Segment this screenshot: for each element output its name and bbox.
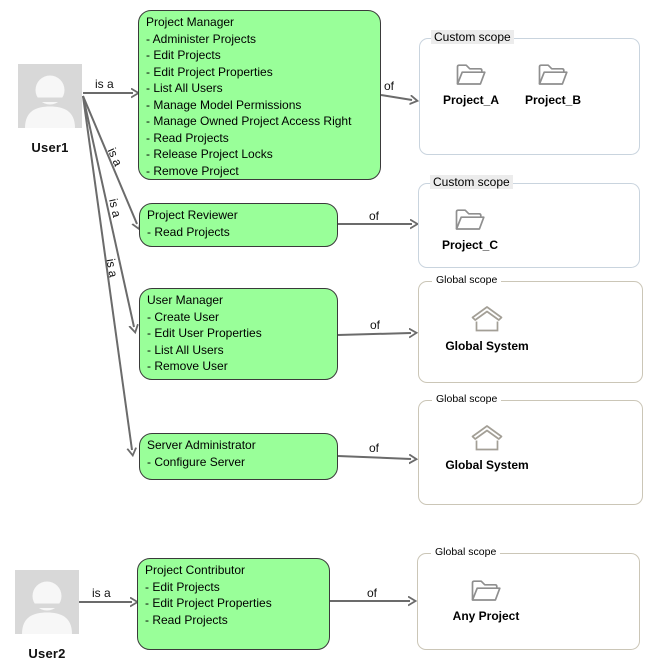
scope-node-global-2: Global scope Global System <box>418 393 643 505</box>
role-node-project-reviewer: Project Reviewer - Read Projects <box>139 203 338 247</box>
role-permission: - Edit User Properties <box>147 326 262 340</box>
scope-item: Any Project <box>442 576 530 623</box>
edge-label-is-a: is a <box>95 77 114 91</box>
scope-node-custom-2: Custom scope Project_C <box>418 175 640 268</box>
role-permission: - List All Users <box>146 81 223 95</box>
role-permission: - Remove Project <box>146 163 239 178</box>
actor-user2: User2 <box>15 570 79 661</box>
role-permission: - Edit Projects <box>146 48 221 62</box>
edge-label-is-a: is a <box>103 257 121 279</box>
edge-isa-user1-project-reviewer <box>82 95 137 224</box>
edge-label-is-a: is a <box>92 586 111 600</box>
scope-legend: Custom scope <box>431 30 514 44</box>
role-permission: - Manage Owned Project Access Right <box>146 114 352 128</box>
scope-item-label: Project_C <box>441 238 499 252</box>
scope-item-label: Project_B <box>524 93 582 107</box>
edge-label-of: of <box>370 318 381 332</box>
edge-of-user-manager-global-scope <box>337 333 411 335</box>
actor-label: User1 <box>31 140 69 155</box>
edge-label-of: of <box>369 441 380 455</box>
role-node-server-administrator: Server Administrator - Configure Server <box>139 433 338 480</box>
scope-item-label: Project_A <box>442 93 500 107</box>
folder-icon <box>471 580 501 601</box>
edge-of-project-manager-custom-scope <box>380 94 412 100</box>
role-node-project-contributor: Project Contributor - Edit Projects - Ed… <box>137 558 330 650</box>
scope-node-global-1: Global scope Global System <box>418 274 643 383</box>
role-permission: - Read Projects <box>146 130 229 145</box>
role-permission: - Create User <box>147 309 220 324</box>
folder-icon <box>538 64 568 85</box>
scope-item: Global System <box>443 304 531 353</box>
scope-item: Project_B <box>516 60 590 107</box>
user-avatar-icon <box>15 570 79 634</box>
role-permission: - Remove User <box>147 359 228 373</box>
role-permission: - Release Project Locks <box>146 147 273 161</box>
role-title: Project Contributor <box>145 563 246 577</box>
edge-isa-user1-user-manager <box>82 95 134 327</box>
role-permission: - Administer Projects <box>146 31 257 46</box>
role-permission: - List All Users <box>147 342 224 357</box>
scope-legend: Custom scope <box>430 175 513 189</box>
role-permission: - Read Projects <box>147 224 230 239</box>
folder-icon <box>456 64 486 85</box>
scope-item-label: Global System <box>445 458 529 472</box>
scope-legend: Global scope <box>432 393 502 405</box>
role-title: Project Manager <box>146 15 235 29</box>
role-title: User Manager <box>147 293 224 307</box>
role-permission: - Edit Projects <box>145 579 220 594</box>
scope-item-label: Global System <box>445 339 529 353</box>
edge-label-of: of <box>369 209 380 223</box>
user-avatar-icon <box>18 64 82 128</box>
scope-item: Global System <box>443 423 531 472</box>
edge-label-of: of <box>367 586 378 600</box>
scope-item: Project_A <box>434 60 508 107</box>
role-permission: - Edit Project Properties <box>146 64 273 79</box>
role-node-user-manager: User Manager - Create User - Edit User P… <box>139 288 338 380</box>
role-title: Server Administrator <box>147 438 256 452</box>
scope-item-label: Any Project <box>452 609 520 623</box>
home-icon <box>471 306 503 332</box>
actor-user1: User1 <box>18 64 82 155</box>
scope-node-custom-1: Custom scope Project_A Project_B <box>419 30 640 155</box>
role-title: Project Reviewer <box>147 208 238 222</box>
scope-legend: Global scope <box>431 546 501 558</box>
actor-label: User2 <box>28 646 66 661</box>
role-permission: - Manage Model Permissions <box>146 97 302 112</box>
scope-node-global-3: Global scope Any Project <box>417 546 640 650</box>
scope-legend: Global scope <box>432 274 502 286</box>
role-node-project-manager: Project Manager - Administer Projects - … <box>138 10 381 180</box>
edge-label-of: of <box>384 79 395 93</box>
folder-icon <box>455 209 485 230</box>
role-permission: - Edit Project Properties <box>145 596 272 610</box>
role-permission: - Configure Server <box>147 454 246 469</box>
edge-isa-user1-server-administrator <box>82 95 132 450</box>
scope-item: Project_C <box>433 205 507 252</box>
edge-of-server-administrator-global-scope <box>337 456 411 459</box>
home-icon <box>471 425 503 451</box>
role-permission: - Read Projects <box>145 612 228 627</box>
